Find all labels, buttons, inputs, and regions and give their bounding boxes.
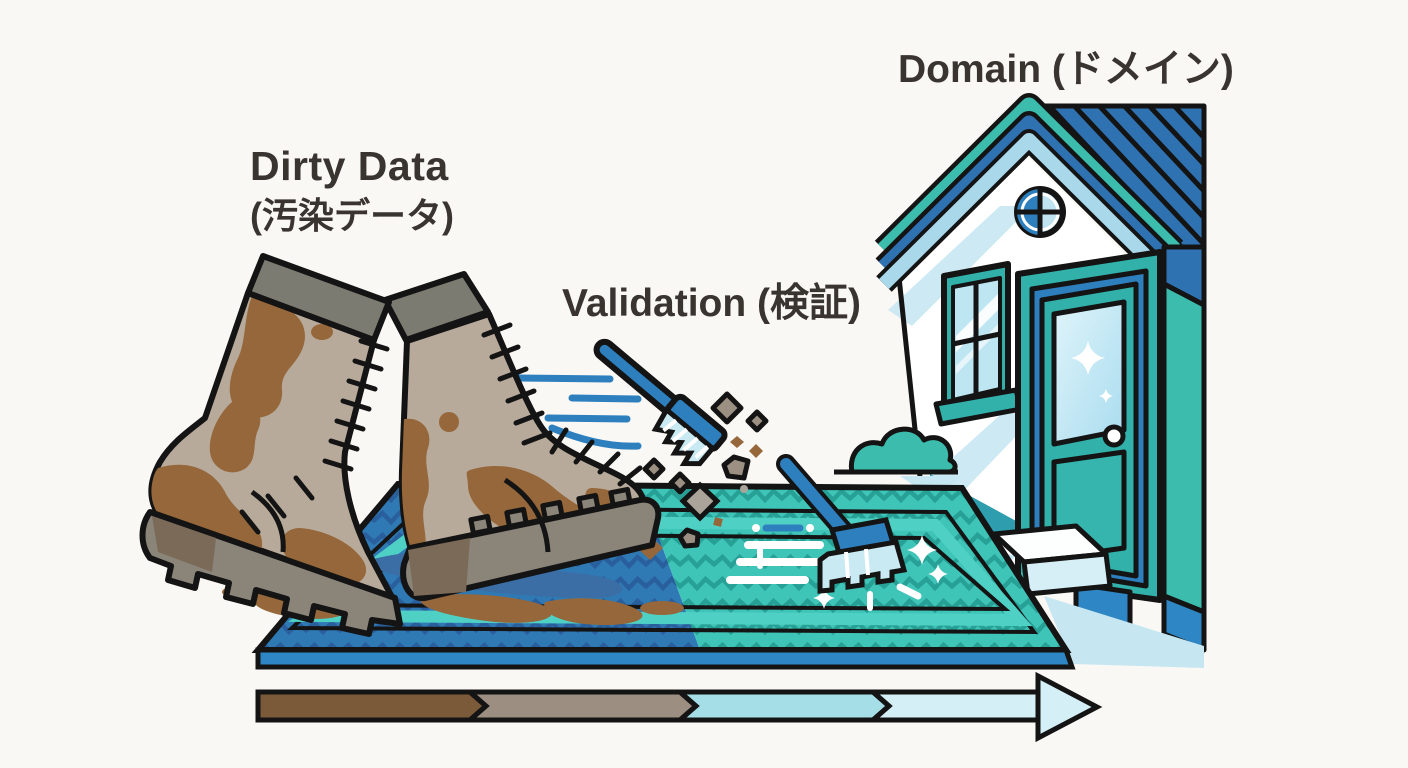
right-boot-sole	[400, 486, 662, 602]
streak-marks	[726, 524, 922, 611]
right-boot-cuff	[382, 271, 491, 343]
broom-icon	[776, 454, 908, 594]
arrow-segment-dirty	[255, 689, 490, 723]
left-boot-icon	[139, 253, 403, 637]
side-wall	[1161, 281, 1207, 615]
door-knob	[1102, 424, 1126, 448]
dirty-data-label-jp: (汚染データ)	[250, 195, 454, 236]
cleaning-brush-icon	[593, 338, 728, 467]
mat-front-edge	[255, 647, 1076, 670]
boot-stitch-ticks	[481, 322, 643, 487]
sole-mud	[152, 516, 216, 572]
arrow-segment-cleaning	[673, 689, 893, 723]
muddy-boots-icon	[139, 253, 662, 637]
house-icon	[834, 93, 1207, 668]
right-boot-icon	[382, 271, 662, 602]
left-boot-cuff	[245, 253, 392, 343]
dirty-data-label: Dirty Data	[250, 143, 449, 189]
boot-seam	[503, 477, 551, 553]
debris-diamond	[679, 481, 721, 522]
boot-stitch-ticks	[239, 338, 390, 535]
doorstep	[991, 523, 1113, 597]
speed-lines-icon	[514, 374, 642, 450]
round-window-icon	[1014, 186, 1066, 238]
ground-shadow	[1044, 596, 1204, 668]
window-icon	[933, 261, 1024, 427]
boot-seam	[250, 489, 286, 553]
broom-bristles	[817, 539, 908, 594]
arrow-head	[1035, 671, 1103, 743]
domain-label: Domain (ドメイン)	[898, 48, 1234, 91]
door-icon	[1015, 249, 1163, 603]
arrow-segment-clean	[866, 689, 1043, 723]
gable-trim	[874, 93, 1184, 292]
bush-icon	[834, 426, 962, 498]
wall-reflection	[888, 206, 1032, 326]
flow-arrow-icon	[255, 671, 1103, 743]
door-glass	[1051, 299, 1127, 447]
validation-label: Validation (検証)	[562, 282, 861, 325]
arrow-segment-muddy	[463, 689, 700, 723]
